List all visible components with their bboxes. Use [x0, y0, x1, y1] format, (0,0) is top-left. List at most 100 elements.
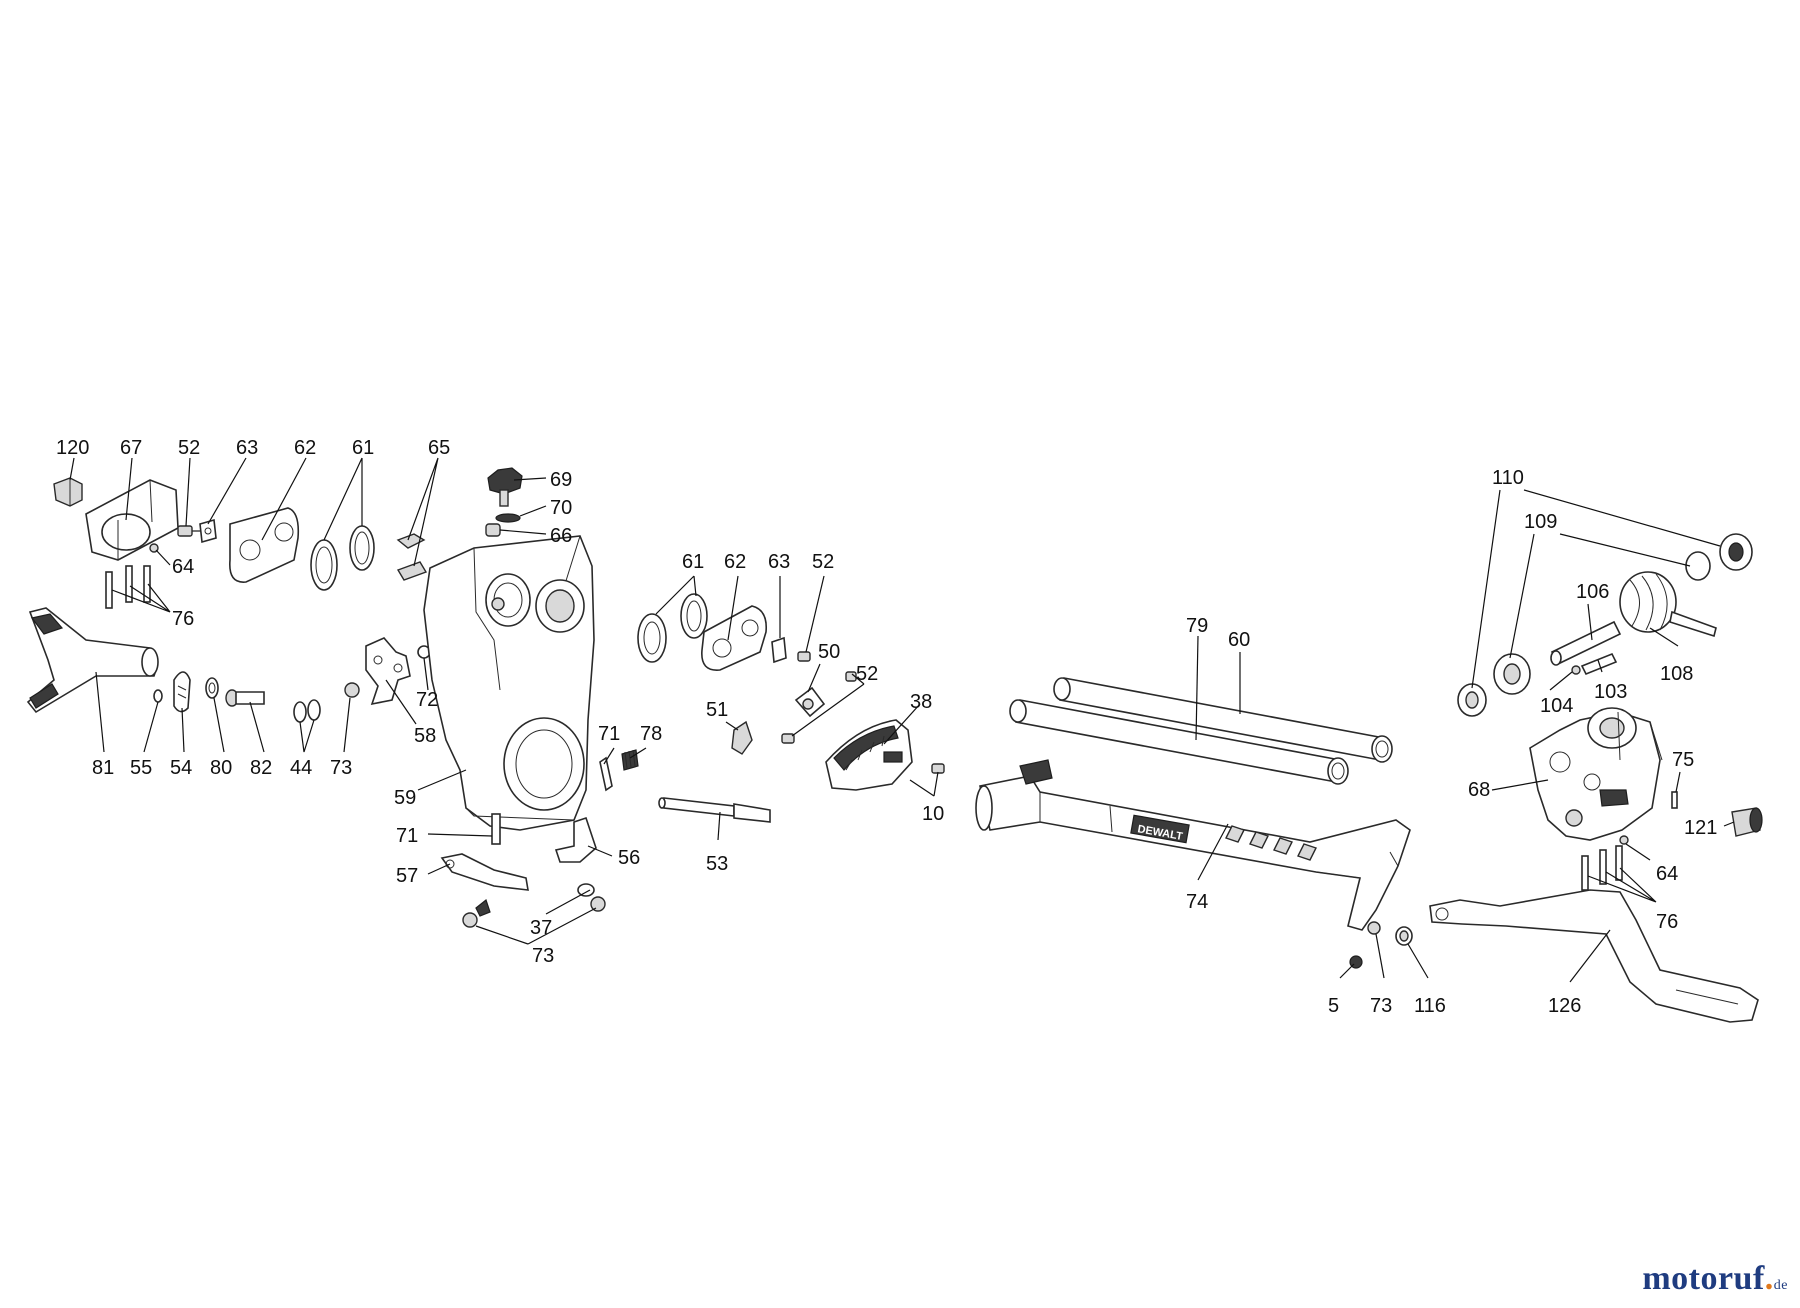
part-73-screw-mid — [1367, 921, 1381, 935]
callout-53: 53 — [706, 853, 728, 875]
callout-108: 108 — [1660, 663, 1693, 685]
part-73-screw — [344, 682, 360, 698]
part-76-bolts-right — [1581, 845, 1623, 891]
callout-65: 65 — [428, 437, 450, 459]
part-78-spring — [621, 749, 639, 771]
callout-62: 62 — [724, 551, 746, 573]
part-121-cap — [1731, 807, 1763, 837]
part-57-arm — [440, 853, 529, 891]
callout-55: 55 — [130, 757, 152, 779]
part-120-nut — [53, 477, 83, 507]
callout-120: 120 — [56, 437, 89, 459]
part-116-washer — [1395, 926, 1413, 946]
callout-38: 38 — [910, 691, 932, 713]
part-126-link-arm — [1429, 889, 1759, 1023]
part-66-sleeve — [485, 523, 501, 537]
part-62-gasket — [229, 507, 300, 583]
callout-52: 52 — [178, 437, 200, 459]
callout-103: 103 — [1594, 681, 1627, 703]
part-62-gasket-mid — [701, 605, 768, 671]
part-44-washers — [293, 699, 321, 723]
callout-5: 5 — [1328, 995, 1339, 1017]
callout-63: 63 — [236, 437, 258, 459]
part-71-pin-upper — [599, 756, 613, 792]
part-60-tube-upper — [1053, 677, 1393, 763]
callout-51: 51 — [706, 699, 728, 721]
callout-78: 78 — [640, 723, 662, 745]
callout-59: 59 — [394, 787, 416, 809]
callout-76: 76 — [1656, 911, 1678, 933]
callout-73: 73 — [532, 945, 554, 967]
part-70-washer — [495, 513, 521, 523]
part-69-knob — [487, 467, 523, 507]
part-54-latch — [173, 671, 191, 713]
part-110-washers — [1457, 533, 1753, 717]
part-65-clips — [396, 533, 428, 581]
callout-110: 110 — [1492, 467, 1524, 489]
callout-58: 58 — [414, 725, 436, 747]
callout-10: 10 — [922, 803, 944, 825]
callout-73: 73 — [1370, 995, 1392, 1017]
callout-79: 79 — [1186, 615, 1208, 637]
part-55-washer — [153, 689, 163, 703]
part-61-rings-mid — [637, 593, 708, 663]
callout-81: 81 — [92, 757, 114, 779]
callout-labels: 120 67 52 63 62 61 65 69 70 66 64 76 81 … — [56, 437, 1717, 1017]
motoruf-watermark: motoruf.de — [1642, 1260, 1788, 1298]
callout-80: 80 — [210, 757, 232, 779]
part-106-pin — [1550, 620, 1622, 666]
part-50-bracket — [794, 686, 826, 718]
part-67-clamp — [85, 479, 179, 561]
callout-82: 82 — [250, 757, 272, 779]
part-59-housing — [423, 535, 595, 831]
part-74-main-arm: DEWALT — [975, 759, 1411, 931]
part-63-plate-mid — [771, 636, 787, 664]
callout-61: 61 — [352, 437, 374, 459]
callout-37: 37 — [530, 917, 552, 939]
callout-73: 73 — [330, 757, 352, 779]
part-68-bracket-block — [1529, 707, 1663, 841]
callout-68: 68 — [1468, 779, 1490, 801]
callout-54: 54 — [170, 757, 192, 779]
callout-116: 116 — [1414, 995, 1446, 1017]
callout-76: 76 — [172, 608, 194, 630]
part-51-latch — [731, 720, 753, 755]
callout-109: 109 — [1524, 511, 1557, 533]
callout-70: 70 — [550, 497, 572, 519]
part-81-handle — [26, 607, 159, 714]
callout-64: 64 — [172, 556, 194, 578]
leader-lines — [69, 457, 1735, 983]
callout-57: 57 — [396, 865, 418, 887]
part-80-washer — [205, 677, 219, 699]
part-52-screws-mid2 — [781, 671, 857, 744]
part-82-bolt — [225, 689, 265, 707]
callout-52: 52 — [812, 551, 834, 573]
callout-50: 50 — [818, 641, 840, 663]
part-38-bevel-scale — [825, 719, 913, 791]
part-71-pin-lower — [491, 813, 501, 845]
callout-44: 44 — [290, 757, 312, 779]
callout-71: 71 — [598, 723, 620, 745]
part-10-screw — [931, 763, 945, 774]
part-52-screw — [177, 525, 200, 537]
callout-61: 61 — [682, 551, 704, 573]
part-64-dot-right — [1619, 835, 1629, 845]
part-79-tube-lower — [1009, 699, 1349, 785]
callout-106: 106 — [1576, 581, 1609, 603]
callout-63: 63 — [768, 551, 790, 573]
callout-126: 126 — [1548, 995, 1581, 1017]
callout-71: 71 — [396, 825, 418, 847]
part-75-screw — [1671, 791, 1678, 809]
callout-64: 64 — [1656, 863, 1678, 885]
callout-62: 62 — [294, 437, 316, 459]
callout-74: 74 — [1186, 891, 1208, 913]
callout-121: 121 — [1684, 817, 1717, 839]
part-104-collar — [1571, 665, 1581, 675]
part-109-rings — [1493, 551, 1711, 695]
watermark-tld: de — [1773, 1278, 1788, 1293]
callout-75: 75 — [1672, 749, 1694, 771]
callout-72: 72 — [416, 689, 438, 711]
part-76-bolts — [105, 565, 151, 609]
part-58-bracket — [365, 637, 411, 706]
